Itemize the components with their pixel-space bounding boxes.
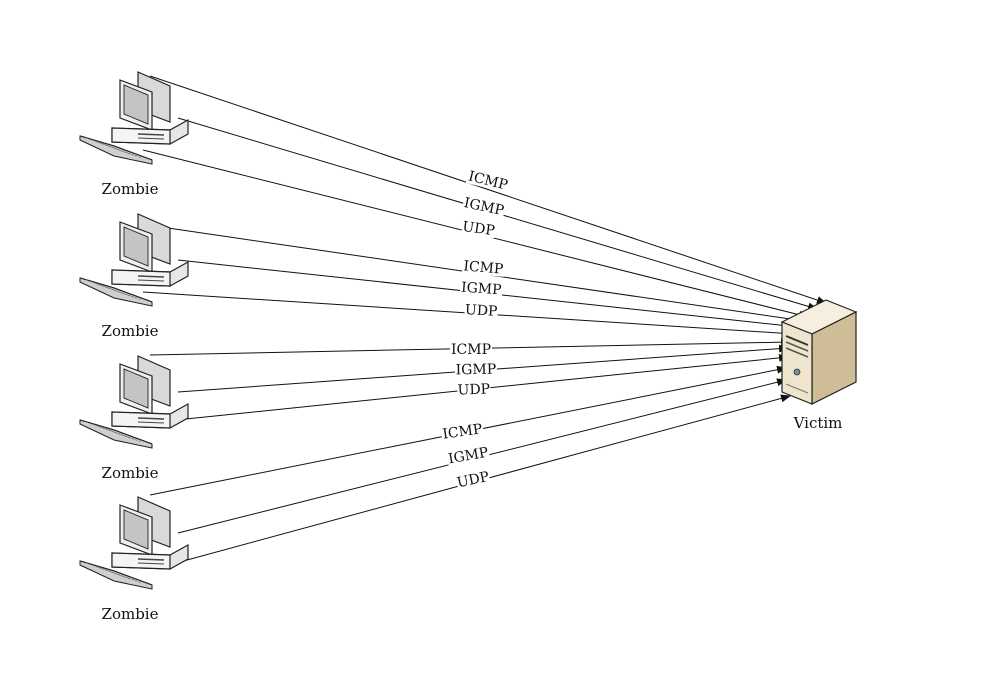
protocol-label-bg <box>461 258 505 277</box>
protocol-label-bg <box>450 342 492 357</box>
protocol-label-icmp: ICMP <box>463 258 504 277</box>
protocol-label-bg <box>461 218 497 239</box>
protocol-label-bg <box>446 444 491 467</box>
victim-label: Victim <box>793 414 843 432</box>
desktop-computer-icon <box>79 213 189 307</box>
protocol-label-icmp: ICMP <box>442 421 484 442</box>
protocol-label-udp: UDP <box>461 219 495 239</box>
protocol-label-bg <box>455 468 491 491</box>
zombie-label: Zombie <box>102 605 159 623</box>
protocol-label-igmp: IGMP <box>462 195 505 219</box>
protocol-labels: ICMPIGMPUDPICMPIGMPUDPICMPIGMPUDPICMPIGM… <box>440 168 511 491</box>
protocol-label-icmp: ICMP <box>451 342 491 358</box>
attack-flow-arrow <box>149 75 827 304</box>
protocol-label-bg <box>459 279 503 298</box>
protocol-label-udp: UDP <box>457 381 490 398</box>
protocol-label-udp: UDP <box>465 302 498 320</box>
zombie-label: Zombie <box>102 322 159 340</box>
desktop-computer-icon <box>79 355 189 449</box>
protocol-label-igmp: IGMP <box>461 280 502 299</box>
desktop-computer-icon <box>79 496 189 590</box>
flow-lines <box>142 75 827 564</box>
protocol-label-bg <box>461 194 507 219</box>
protocol-label-udp: UDP <box>456 469 491 491</box>
protocol-label-bg <box>464 302 499 319</box>
protocol-label-bg <box>454 361 498 378</box>
server-tower-icon <box>781 299 857 405</box>
desktop-computer-icon <box>79 71 189 165</box>
protocol-label-igmp: IGMP <box>456 362 497 379</box>
protocol-label-bg <box>440 421 485 442</box>
protocol-label-bg <box>457 381 491 398</box>
protocol-label-bg <box>465 168 511 193</box>
protocol-label-igmp: IGMP <box>447 445 490 468</box>
zombie-label: Zombie <box>102 180 159 198</box>
zombie-label: Zombie <box>102 464 159 482</box>
